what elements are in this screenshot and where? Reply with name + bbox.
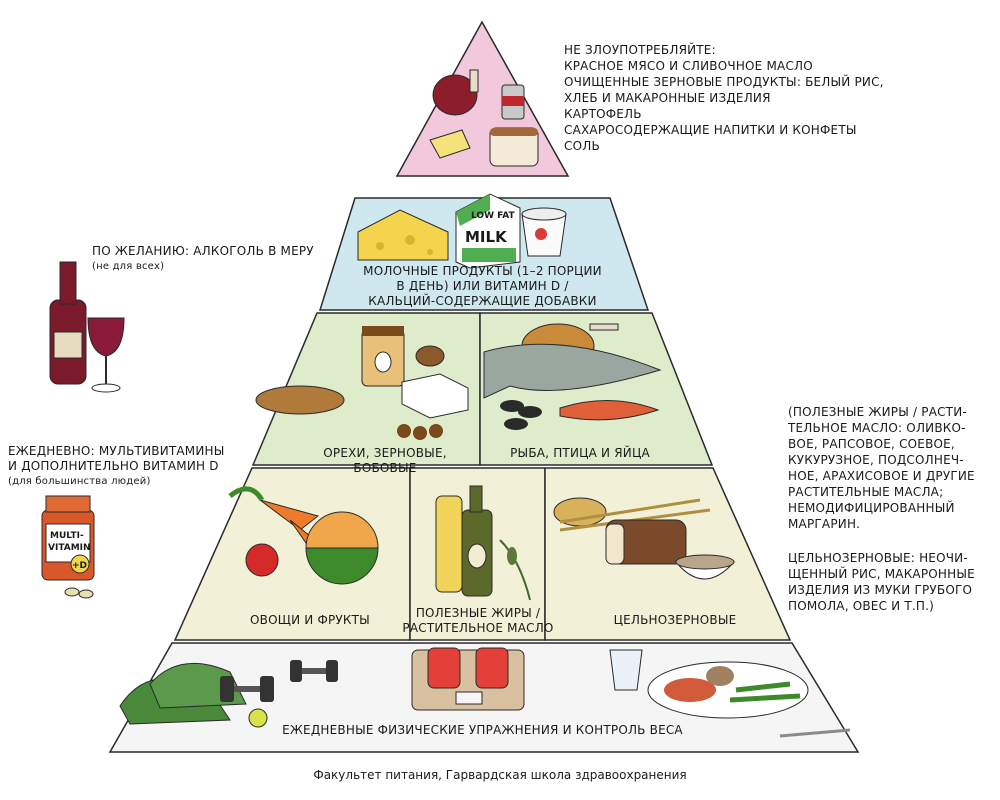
milk-carton-top-text: LOW FAT <box>471 211 516 221</box>
alcohol-note: ПО ЖЕЛАНИЮ: АЛКОГОЛЬ В МЕРУ (не для всех… <box>92 244 314 274</box>
grains-label: ЦЕЛЬНОЗЕРНОВЫЕ <box>613 613 737 627</box>
grains-info-line-4: ПОМОЛА, ОВЕС И Т.П.) <box>788 599 935 613</box>
dairy-line-3: КАЛЬЦИЙ-СОДЕРЖАЩИЕ ДОБАВКИ <box>368 294 597 308</box>
oil-bottle-icon <box>435 485 493 597</box>
oils-info-note: (ПОЛЕЗНЫЕ ЖИРЫ / РАСТИ- ТЕЛЬНОЕ МАСЛО: О… <box>788 404 975 532</box>
olive-branch-icon <box>499 539 531 601</box>
tofu-icon <box>401 373 469 419</box>
soda-can-icon <box>501 84 525 120</box>
limit-line-4: ХЛЕБ И МАКАРОННЫЕ ИЗДЕЛИЯ <box>564 91 771 105</box>
wine-bottle-icon <box>49 261 87 385</box>
vitamins-line-2: И ДОПОЛНИТЕЛЬНО ВИТАМИН D <box>8 459 219 473</box>
vitamin-label-1: MULTI- <box>50 531 84 541</box>
grains-info-note: ЦЕЛЬНОЗЕРНОВЫЕ: НЕОЧИ- ЩЕННЫЙ РИС, МАКАР… <box>788 550 975 614</box>
sneakers-icon <box>119 662 247 725</box>
oils-info-line-4: КУКУРУЗНОЕ, ПОДСОЛНЕЧ- <box>788 453 964 467</box>
limit-line-5: КАРТОФЕЛЬ <box>564 107 642 121</box>
fish-label: РЫБА, ПТИЦА И ЯЙЦА <box>510 446 650 460</box>
bread-icon <box>489 127 539 167</box>
oils-info-line-8: МАРГАРИН. <box>788 517 861 531</box>
limit-line-6: САХАРОСОДЕРЖАЩИЕ НАПИТКИ И КОНФЕТЫ <box>564 123 857 137</box>
vitamins-line-1: ЕЖЕДНЕВНО: МУЛЬТИВИТАМИНЫ <box>8 444 225 458</box>
oils-label: ПОЛЕЗНЫЕ ЖИРЫ / РАСТИТЕЛЬНОЕ МАСЛО <box>398 606 558 636</box>
vitamin-badge: +D <box>72 561 87 571</box>
limit-line-2: КРАСНОЕ МЯСО И СЛИВОЧНОЕ МАСЛО <box>564 59 813 73</box>
cheese-icon <box>357 209 449 261</box>
alcohol-title: ПО ЖЕЛАНИЮ: АЛКОГОЛЬ В МЕРУ <box>92 244 314 258</box>
source-footer: Факультет питания, Гарвардская школа здр… <box>313 768 687 782</box>
apple-icon <box>245 543 279 577</box>
vitamin-label-2: VITAMIN <box>48 543 91 553</box>
bread-loaf-icon <box>605 519 687 565</box>
alcohol-subnote: (не для всех) <box>92 261 165 272</box>
wine-glass-icon <box>87 317 125 393</box>
nuts-label: ОРЕХИ, ЗЕРНОВЫЕ, БОБОВЫЕ <box>323 446 447 475</box>
yogurt-icon <box>521 207 567 257</box>
milk-carton-text: MILK <box>465 228 508 246</box>
grains-info-line-2: ЩЕННЫЙ РИС, МАКАРОННЫЕ <box>788 567 975 581</box>
ball-icon <box>248 708 268 728</box>
oils-info-line-2: ТЕЛЬНОЕ МАСЛО: ОЛИВКО- <box>788 421 966 435</box>
dinner-plate-icon <box>647 661 851 738</box>
tier-fish-cell <box>479 312 714 466</box>
fish-icon <box>483 343 662 421</box>
water-glass-icon <box>609 649 643 691</box>
butter-icon <box>429 129 471 159</box>
dairy-line-2: В ДЕНЬ) ИЛИ ВИТАМИН D / <box>396 279 569 293</box>
oils-info-line-3: ВОЕ, РАПСОВОЕ, СОЕВОЕ, <box>788 437 955 451</box>
dumbbell-icon <box>220 660 338 702</box>
limit-foods-note: НЕ ЗЛОУПОТРЕБЛЯЙТЕ: КРАСНОЕ МЯСО И СЛИВО… <box>564 42 884 154</box>
dairy-label: МОЛОЧНЫЕ ПРОДУКТЫ (1–2 ПОРЦИИ В ДЕНЬ) ИЛ… <box>355 264 610 309</box>
nuts-icon <box>255 345 445 440</box>
vitamins-subnote: (для большинства людей) <box>8 476 151 487</box>
vitamins-note: ЕЖЕДНЕВНО: МУЛЬТИВИТАМИНЫ И ДОПОЛНИТЕЛЬН… <box>8 444 225 489</box>
vegetables-label: ОВОЩИ И ФРУКТЫ <box>250 613 370 627</box>
dairy-line-1: МОЛОЧНЫЕ ПРОДУКТЫ (1–2 ПОРЦИИ <box>363 264 602 278</box>
exercise-label: ЕЖЕДНЕВНЫЕ ФИЗИЧЕСКИЕ УПРАЖНЕНИЯ И КОНТР… <box>282 723 683 737</box>
oils-info-line-6: РАСТИТЕЛЬНЫЕ МАСЛА; <box>788 485 944 499</box>
vitamin-bottle-icon: MULTI- VITAMIN +D <box>41 495 95 599</box>
oils-line-2: РАСТИТЕЛЬНОЕ МАСЛО <box>402 621 554 635</box>
oils-info-line-7: НЕМОДИФИЦИРОВАННЫЙ <box>788 501 955 515</box>
grains-info-line-1: ЦЕЛЬНОЗЕРНОВЫЕ: НЕОЧИ- <box>788 551 968 565</box>
rice-bowl-icon <box>674 554 736 580</box>
oils-info-line-1: (ПОЛЕЗНЫЕ ЖИРЫ / РАСТИ- <box>788 405 967 419</box>
grains-info-line-3: ИЗДЕЛИЯ ИЗ МУКИ ГРУБОГО <box>788 583 973 597</box>
tier-limit-foods <box>395 20 570 177</box>
melon-icon <box>305 511 379 585</box>
meat-icon <box>432 69 479 116</box>
milk-carton-icon: LOW FAT MILK <box>455 193 521 269</box>
limit-line-1: НЕ ЗЛОУПОТРЕБЛЯЙТЕ: <box>564 43 716 57</box>
beans-jar-icon <box>361 326 405 387</box>
oils-line-1: ПОЛЕЗНЫЕ ЖИРЫ / <box>415 606 541 620</box>
limit-line-7: СОЛЬ <box>564 139 600 153</box>
oils-info-line-5: НОЕ, АРАХИСОВОЕ И ДРУГИЕ <box>788 469 975 483</box>
scale-icon <box>411 647 525 711</box>
eggs-icon <box>500 400 542 430</box>
limit-line-3: ОЧИЩЕННЫЕ ЗЕРНОВЫЕ ПРОДУКТЫ: БЕЛЫЙ РИС, <box>564 75 884 89</box>
